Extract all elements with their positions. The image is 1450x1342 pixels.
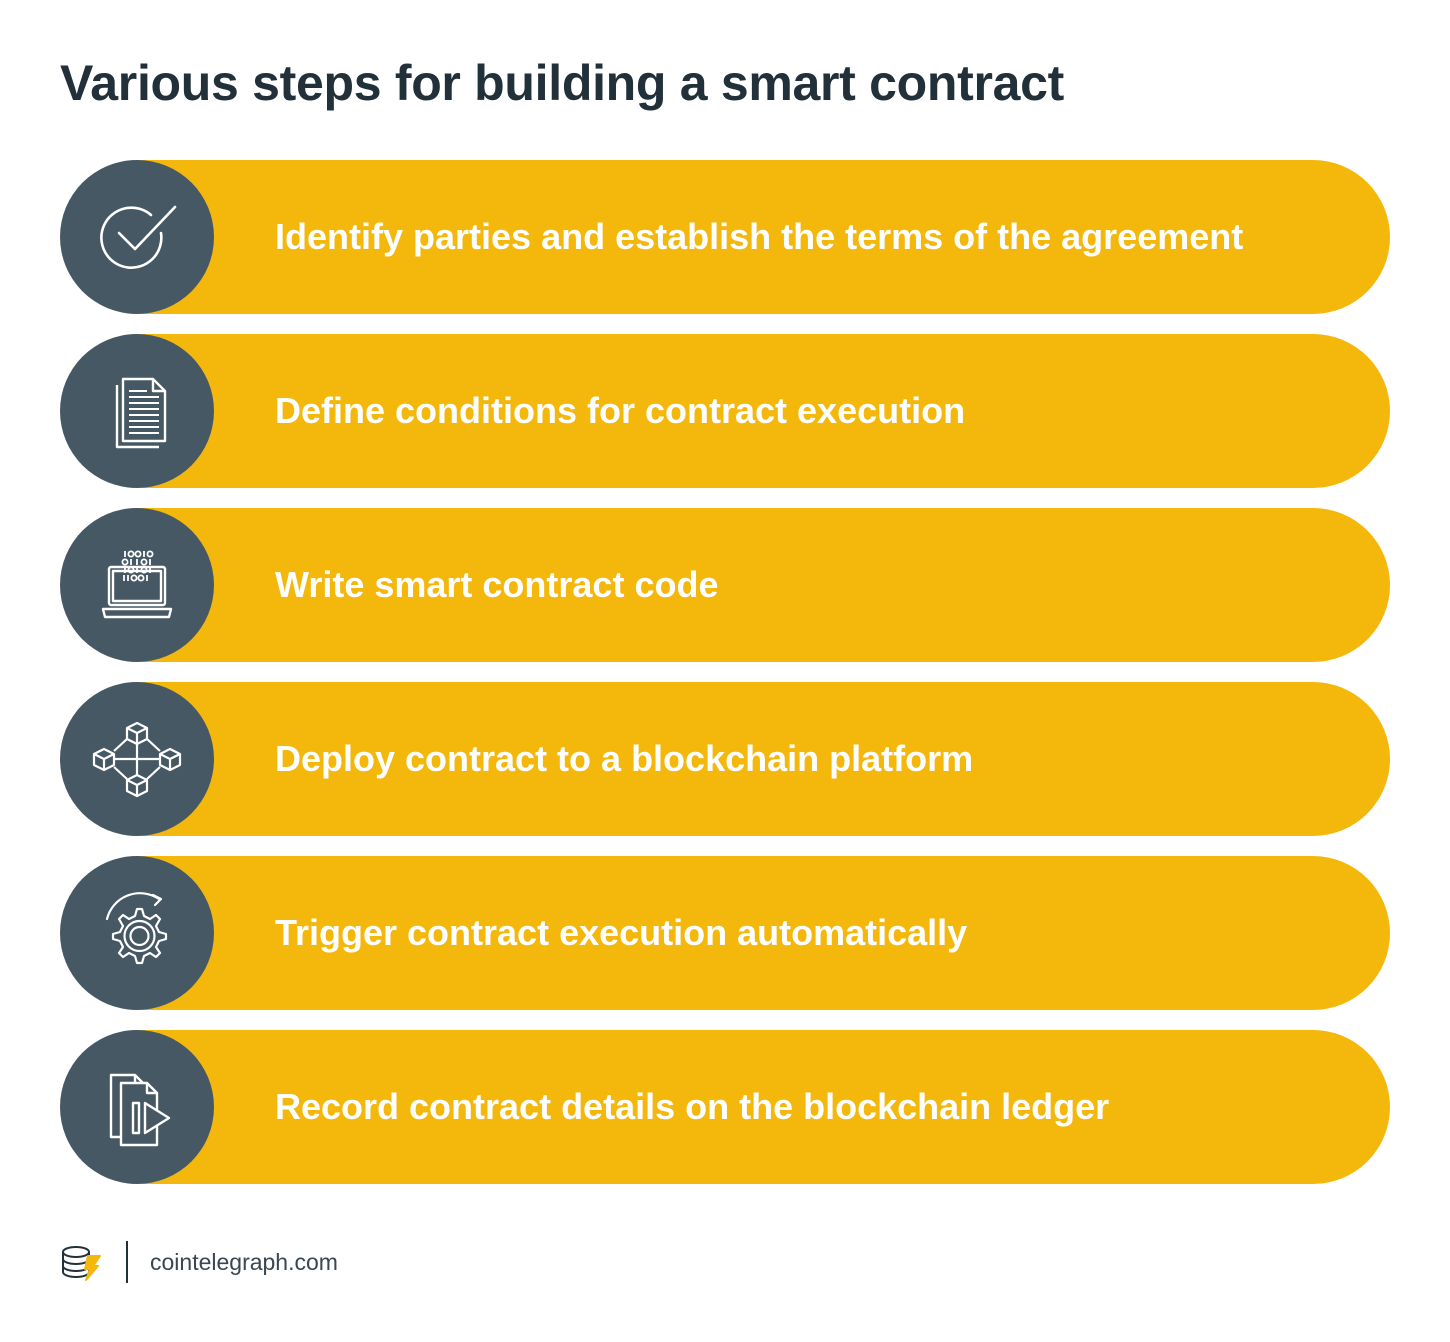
step-5: Trigger contract execution automatically xyxy=(60,856,1390,1010)
steps-list: Identify parties and establish the terms… xyxy=(60,160,1390,1204)
step-4-label: Deploy contract to a blockchain platform xyxy=(275,738,974,779)
step-6-pill xyxy=(137,1030,1390,1184)
step-1-pill xyxy=(137,160,1390,314)
step-3-label: Write smart contract code xyxy=(275,564,719,605)
gear-cycle-icon xyxy=(105,892,168,965)
page-title: Various steps for building a smart contr… xyxy=(60,55,1064,111)
checkmark-circle-icon xyxy=(100,205,177,269)
step-6-label: Record contract details on the blockchai… xyxy=(275,1086,1110,1127)
step-5-icon-circle xyxy=(60,856,214,1010)
footer: cointelegraph.com xyxy=(60,1240,338,1284)
step-2: Define conditions for contract execution xyxy=(60,334,1390,488)
step-5-label: Trigger contract execution automatically xyxy=(275,912,968,953)
step-4-pill xyxy=(137,682,1390,836)
document-icon xyxy=(115,377,167,449)
file-play-icon xyxy=(109,1073,171,1147)
step-5-pill xyxy=(137,856,1390,1010)
step-2-icon-circle xyxy=(60,334,214,488)
step-1-label: Identify parties and establish the terms… xyxy=(275,216,1244,257)
step-4: Deploy contract to a blockchain platform xyxy=(60,682,1390,836)
blockchain-network-icon xyxy=(92,721,182,798)
step-4-icon-circle xyxy=(60,682,214,836)
step-3: Write smart contract code xyxy=(60,508,1390,662)
step-3-pill xyxy=(137,508,1390,662)
step-1: Identify parties and establish the terms… xyxy=(60,160,1390,314)
step-2-pill xyxy=(137,334,1390,488)
step-6-icon-circle xyxy=(60,1030,214,1184)
laptop-code-icon xyxy=(101,550,173,619)
step-2-label: Define conditions for contract execution xyxy=(275,390,966,431)
step-1-icon-circle xyxy=(60,160,214,314)
cointelegraph-logo-icon[interactable] xyxy=(60,1242,104,1282)
step-6: Record contract details on the blockchai… xyxy=(60,1030,1390,1184)
footer-divider xyxy=(126,1241,128,1283)
step-3-icon-circle xyxy=(60,508,214,662)
footer-site-link[interactable]: cointelegraph.com xyxy=(150,1248,338,1275)
